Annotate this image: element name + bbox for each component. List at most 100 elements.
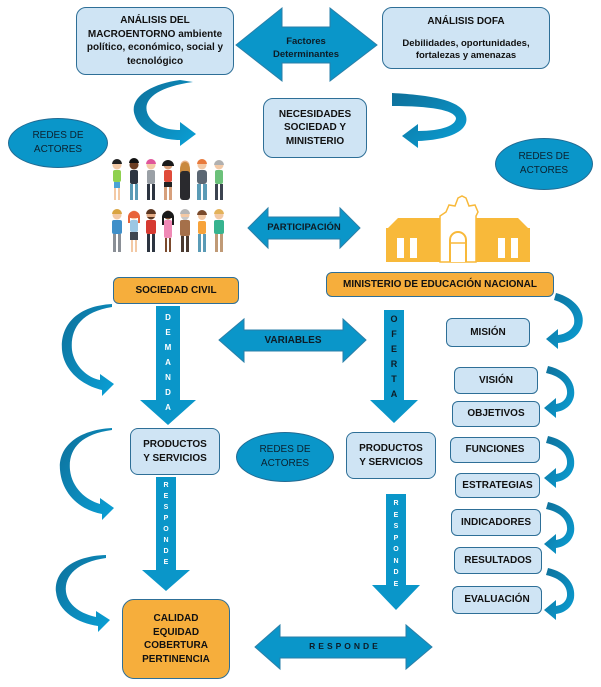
ministry-step-box: EVALUACIÓN <box>452 586 542 614</box>
vertical-letter: A <box>390 389 398 399</box>
actor-network-line2: ACTORES <box>260 458 310 469</box>
actor-network-line1: REDES DE <box>32 130 84 141</box>
actor-network-line2: ACTORES <box>519 165 569 176</box>
vertical-letter: A <box>165 403 171 412</box>
curved-arrow-macro <box>133 80 196 146</box>
factors-label: Factores Determinantes <box>273 36 339 62</box>
person-icon <box>162 210 174 252</box>
ministry-step-label: INDICADORES <box>460 516 531 528</box>
vertical-letter: O <box>163 526 169 533</box>
quality-item: COBERTURA <box>144 640 208 651</box>
participation-label: PARTICIPACIÓN <box>267 222 341 233</box>
civil-society-label: SOCIEDAD CIVIL <box>135 284 217 296</box>
vertical-letter: N <box>165 373 171 382</box>
needs-line2: SOCIEDAD Y <box>283 122 347 134</box>
person-icon <box>197 159 207 200</box>
responde-left-down-arrow <box>142 477 190 591</box>
curved-arrow-resultados <box>544 568 575 620</box>
vertical-letter: O <box>390 314 398 324</box>
person-icon <box>162 160 174 200</box>
ministry-step-box: MISIÓN <box>446 318 530 347</box>
ministry-step-box: FUNCIONES <box>450 437 540 463</box>
dofa-line3: fortalezas y amenazas <box>415 50 517 62</box>
curved-arrow-indicadores <box>544 502 575 554</box>
products-services-box-left: PRODUCTOS Y SERVICIOS <box>130 428 220 475</box>
person-icon <box>214 209 224 252</box>
vertical-letter: R <box>163 482 169 489</box>
quality-item: PERTINENCIA <box>142 653 210 665</box>
person-icon <box>180 209 190 252</box>
macro-analysis-line3: político, económico, social y <box>86 42 224 53</box>
macro-analysis-title: ANÁLISIS DEL <box>120 15 190 26</box>
products-line1: PRODUCTOS <box>143 439 207 450</box>
actor-network-line2: ACTORES <box>33 144 83 155</box>
macro-analysis-box: ANÁLISIS DEL MACROENTORNO ambiente polít… <box>76 7 234 75</box>
dofa-title: ANÁLISIS DOFA <box>427 16 505 27</box>
factors-label-line1: Factores <box>286 36 326 47</box>
products-line2: Y SERVICIOS <box>143 452 207 464</box>
actor-network-line1: REDES DE <box>518 151 570 162</box>
person-icon <box>214 160 224 200</box>
curved-arrow-quality <box>55 555 110 632</box>
vertical-letter: E <box>163 559 169 566</box>
vertical-letter: S <box>163 504 169 511</box>
ministry-step-label: RESULTADOS <box>464 554 532 566</box>
responde-horizontal-double-arrow <box>254 623 433 671</box>
vertical-letter: O <box>393 546 399 553</box>
needs-box: NECESIDADES SOCIEDAD Y MINISTERIO <box>263 98 367 158</box>
vertical-letter: T <box>391 374 397 384</box>
vertical-letter: P <box>393 534 399 542</box>
vertical-letter: E <box>165 328 171 337</box>
quality-item: EQUIDAD <box>152 626 200 638</box>
vertical-letter: D <box>165 313 171 322</box>
ministry-step-box: RESULTADOS <box>454 547 542 574</box>
ministry-step-label: MISIÓN <box>470 326 506 338</box>
ministry-step-box: ESTRATEGIAS <box>455 473 540 498</box>
curved-arrow-vision <box>544 366 575 418</box>
macro-analysis-line2: MACROENTORNO ambiente <box>87 28 223 40</box>
ministry-step-box: INDICADORES <box>451 509 541 536</box>
quality-outcomes-box: CALIDAD EQUIDAD COBERTURA PERTINENCIA <box>122 599 230 679</box>
ministry-step-label: VISIÓN <box>479 374 513 386</box>
macro-analysis-line4: tecnológico <box>126 55 184 67</box>
vertical-letter: P <box>163 515 169 522</box>
person-icon <box>129 158 139 200</box>
responde-right-down-arrow <box>372 494 420 610</box>
ministry-building-icon <box>386 195 530 263</box>
factors-double-arrow <box>235 6 378 83</box>
variables-double-arrow <box>218 317 367 364</box>
vertical-letter: E <box>390 344 397 354</box>
offer-down-arrow <box>370 310 418 423</box>
vertical-letter: E <box>393 511 399 519</box>
actor-network-oval-right: REDES DE ACTORES <box>495 138 593 190</box>
quality-item: CALIDAD <box>153 613 199 624</box>
ministry-step-box: VISIÓN <box>454 367 538 394</box>
participation-double-arrow <box>247 206 361 250</box>
actor-network-line1: REDES DE <box>259 444 311 455</box>
ministry-box: MINISTERIO DE EDUCACIÓN NACIONAL <box>326 272 554 297</box>
vertical-letter: N <box>163 537 169 544</box>
person-icon <box>146 159 156 200</box>
actor-network-oval-center: REDES DE ACTORES <box>236 432 334 482</box>
person-icon <box>128 210 140 252</box>
needs-line3: MINISTERIO <box>285 135 345 147</box>
vertical-letter: E <box>393 580 399 588</box>
curved-arrow-products <box>59 428 114 520</box>
person-icon <box>112 209 122 252</box>
products-line1: PRODUCTOS <box>359 443 423 454</box>
vertical-letter: F <box>391 329 397 339</box>
variables-label: VARIABLES <box>264 335 322 346</box>
vertical-letter: A <box>165 358 171 367</box>
actor-network-oval-left: REDES DE ACTORES <box>8 118 108 168</box>
products-line2: Y SERVICIOS <box>359 456 423 468</box>
products-services-box-right: PRODUCTOS Y SERVICIOS <box>346 432 436 479</box>
curved-arrow-dofa <box>392 93 467 148</box>
factors-label-line2: Determinantes <box>273 48 339 60</box>
person-icon <box>180 160 190 200</box>
vertical-letter: D <box>393 569 399 576</box>
curved-arrow-funciones <box>544 436 575 488</box>
vertical-letter: D <box>165 388 171 397</box>
vertical-letter: D <box>163 548 169 555</box>
